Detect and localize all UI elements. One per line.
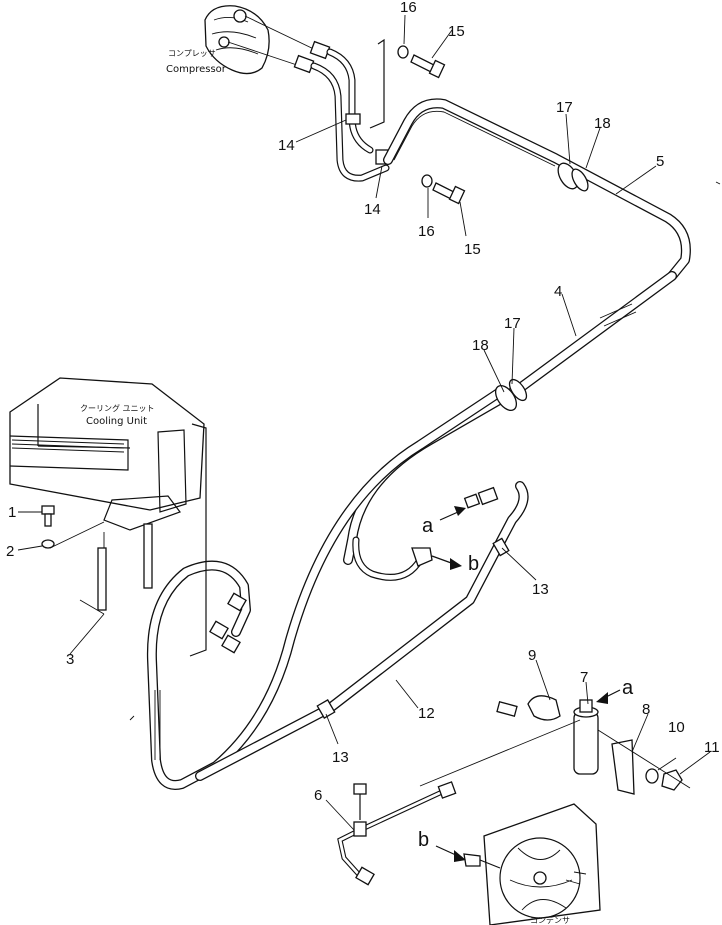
fitting-a-upper [463, 486, 499, 509]
compressor [204, 5, 321, 75]
washer-16-lower [421, 174, 433, 188]
bolt-1 [41, 505, 55, 527]
callout-3: 3 [66, 651, 74, 668]
tube-6 [337, 781, 457, 886]
bolt-9 [496, 701, 518, 717]
connection-letters: a b a b [418, 515, 634, 851]
hose-b-connection [352, 536, 433, 581]
washer-10 [645, 768, 659, 784]
callout-18: 18 [594, 115, 611, 132]
callout-10: 10 [668, 719, 685, 736]
clamp-17-18-upper [557, 162, 589, 192]
bolt-15-upper [410, 54, 446, 79]
callout-4: 4 [554, 283, 562, 300]
callout-16: 16 [400, 0, 417, 16]
callout-9: 9 [528, 647, 536, 664]
callout-8: 8 [642, 701, 650, 718]
callout-13: 13 [532, 581, 549, 598]
compressor-label-jp: コンプレッサ [168, 49, 216, 58]
washer-16-upper [397, 45, 409, 59]
cooling-unit-label-jp: クーリング ユニット [80, 403, 155, 413]
cooling-unit [9, 377, 207, 657]
hose-12 [146, 387, 529, 790]
clamp-9 [527, 695, 561, 721]
callout-numbers: 16 15 14 14 16 15 17 18 5 4 17 18 1 2 3 … [6, 0, 720, 804]
connection-b-hose: b [468, 553, 479, 575]
clamp-13-lower [316, 699, 336, 719]
callout-11: 11 [704, 739, 720, 756]
compressor-fittings [293, 40, 390, 182]
stud-3-left [97, 547, 107, 611]
cooling-unit-fittings [209, 592, 247, 654]
callout-7: 7 [580, 669, 588, 686]
callout-15: 15 [448, 23, 465, 40]
stray-marks [129, 181, 721, 721]
connection-a-dryer: a [622, 677, 634, 699]
callout-16: 16 [418, 223, 435, 240]
callout-2: 2 [6, 543, 14, 560]
bracket-8 [611, 739, 635, 795]
leader-1-2 [49, 521, 105, 549]
callout-5: 5 [656, 153, 664, 170]
callout-12: 12 [418, 705, 435, 722]
fitting-b-condenser [463, 853, 501, 869]
nut-11 [661, 769, 683, 791]
callout-13: 13 [332, 749, 349, 766]
bracket-line [369, 38, 385, 129]
dryer-lines [419, 719, 691, 789]
connection-b-condenser: b [418, 829, 429, 851]
clamp-14-upper [345, 113, 361, 125]
hose-5 [383, 98, 691, 281]
callout-6: 6 [314, 787, 322, 804]
bolt-15-lower [432, 182, 466, 205]
callout-15: 15 [464, 241, 481, 258]
connection-a-hose: a [422, 515, 434, 537]
clamp-17-18-lower [494, 378, 528, 412]
callout-18: 18 [472, 337, 489, 354]
callout-14: 14 [364, 201, 381, 218]
callout-17: 17 [556, 99, 573, 116]
receiver-dryer [573, 699, 599, 775]
cooling-unit-label: Cooling Unit [86, 416, 147, 427]
compressor-label: Compressor [166, 64, 227, 75]
washer-2 [41, 539, 55, 549]
condenser-label-jp: コンデンサ [530, 915, 570, 925]
callout-14: 14 [278, 137, 295, 154]
callout-17: 17 [504, 315, 521, 332]
condenser [483, 803, 601, 925]
stud-3-right [143, 523, 153, 589]
callout-leaders [17, 14, 711, 831]
connection-arrows [431, 506, 621, 862]
callout-1: 1 [8, 504, 16, 521]
